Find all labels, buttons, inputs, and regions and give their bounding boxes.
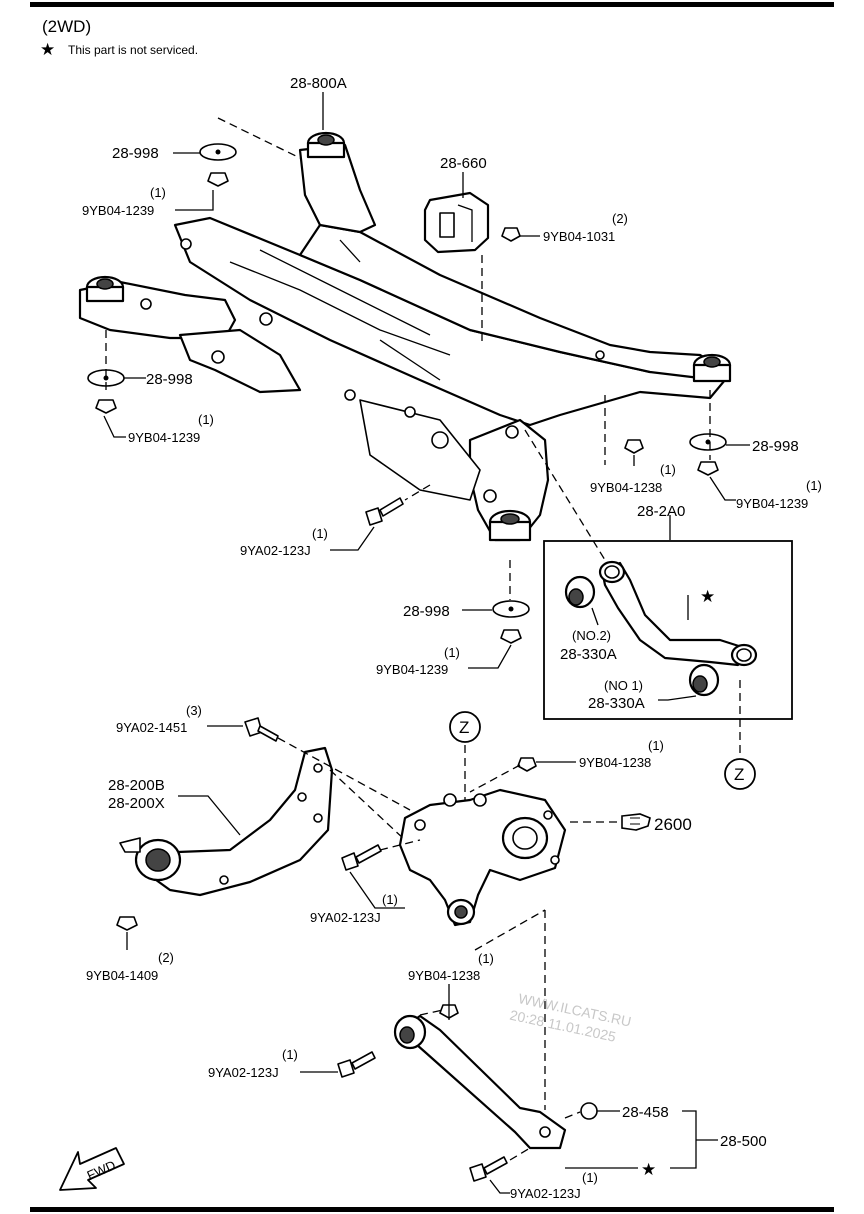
callout-28-800A[interactable]: 28-800A	[290, 75, 347, 92]
qty-9YA02-123J-d: (1)	[582, 1170, 598, 1185]
bolt-9YA02-123J-d[interactable]	[469, 1156, 508, 1182]
trailing-link-28-200B[interactable]	[119, 746, 334, 897]
star-icon: ★	[641, 1160, 656, 1179]
callout-28-998-a[interactable]: 28-998	[112, 145, 159, 162]
callout-28-500[interactable]: 28-500	[720, 1133, 767, 1150]
upper-arm-28-2A0[interactable]	[598, 560, 758, 667]
callout-28-660[interactable]: 28-660	[440, 155, 487, 172]
callout-9YB04-1409[interactable]: 9YB04-1409	[86, 968, 158, 983]
connector-z-top-label: Z	[459, 718, 469, 737]
bolt-9YA02-1451[interactable]	[244, 717, 279, 742]
callout-28-998-b[interactable]: 28-998	[146, 371, 193, 388]
qty-9YB04-1239-b: (1)	[198, 412, 214, 427]
nut-9YB04-1238-a[interactable]	[624, 439, 644, 454]
bolt-9YA02-123J-c[interactable]	[337, 1051, 376, 1078]
callout-28-330A-a[interactable]: 28-330A	[560, 646, 617, 663]
callout-9YA02-123J-d[interactable]: 9YA02-123J	[510, 1186, 581, 1201]
callout-28-200B[interactable]: 28-200B	[108, 777, 165, 794]
qty-9YB04-1238-c: (1)	[478, 951, 494, 966]
connector-z-right-label: Z	[734, 765, 744, 784]
nut-9YB04-1239-d[interactable]	[500, 629, 522, 644]
nut-9YB04-1409[interactable]	[116, 916, 138, 931]
callout-9YB04-1239-c[interactable]: 9YB04-1239	[736, 496, 808, 511]
qty-9YB04-1238-a: (1)	[660, 462, 676, 477]
bolt-9YA02-123J-a[interactable]	[365, 497, 404, 526]
qty-9YA02-123J-c: (1)	[282, 1047, 298, 1062]
bottom-rule	[30, 1207, 834, 1212]
reference-hand-icon	[621, 813, 651, 831]
connector-z-right	[724, 758, 756, 790]
qty-9YB04-1239-c: (1)	[806, 478, 822, 493]
nut-9YB04-1239-c[interactable]	[697, 461, 719, 476]
qty-9YA02-123J-b: (1)	[382, 892, 398, 907]
callout-9YB04-1238-a[interactable]: 9YB04-1238	[590, 480, 662, 495]
callout-28-330A-b[interactable]: 28-330A	[588, 695, 645, 712]
callout-9YB04-1031[interactable]: 9YB04-1031	[543, 229, 615, 244]
callout-9YB04-1238-b[interactable]: 9YB04-1238	[579, 755, 651, 770]
top-rule	[30, 2, 834, 7]
fwd-arrow-icon: FWD	[59, 1147, 125, 1191]
bolt-9YB04-1031[interactable]	[501, 227, 521, 242]
watermark: WWW.ILCATS.RU 20:28 11.01.2025	[508, 990, 632, 1045]
callout-9YA02-1451[interactable]: 9YA02-1451	[116, 720, 187, 735]
callout-28-998-c[interactable]: 28-998	[752, 438, 799, 455]
bushing-no1[interactable]	[688, 663, 720, 697]
qty-9YB04-1239-a: (1)	[150, 185, 166, 200]
qty-9YA02-123J-a: (1)	[312, 526, 328, 541]
callout-9YB04-1238-c[interactable]: 9YB04-1238	[408, 968, 480, 983]
crossmember	[78, 131, 732, 542]
label-no2: (NO.2)	[572, 628, 611, 643]
nut-9YB04-1239-a[interactable]	[207, 172, 229, 187]
leader-lines	[103, 92, 750, 1194]
qty-9YA02-1451: (3)	[186, 703, 202, 718]
connector-z-top	[449, 711, 481, 743]
label-no1: (NO 1)	[604, 678, 643, 693]
callout-2600[interactable]: 2600	[654, 815, 692, 834]
qty-9YB04-1238-b: (1)	[648, 738, 664, 753]
qty-9YB04-1409: (2)	[158, 950, 174, 965]
qty-9YB04-1239-d: (1)	[444, 645, 460, 660]
bushing-no2[interactable]	[564, 575, 596, 609]
nut-9YB04-1238-b[interactable]	[517, 757, 537, 772]
variant-label: (2WD)	[42, 17, 91, 36]
callout-9YA02-123J-c[interactable]: 9YA02-123J	[208, 1065, 279, 1080]
knuckle	[398, 788, 567, 927]
bracket-28-660[interactable]	[423, 191, 490, 254]
nut-9YB04-1239-b[interactable]	[95, 399, 117, 414]
callout-9YB04-1239-d[interactable]: 9YB04-1239	[376, 662, 448, 677]
lower-link-28-500[interactable]	[393, 1014, 567, 1150]
qty-9YB04-1031: (2)	[612, 211, 628, 226]
subassembly-box	[543, 540, 793, 720]
star-icon: ★	[700, 587, 715, 606]
bolt-9YA02-123J-b[interactable]	[341, 844, 382, 871]
callout-9YB04-1239-b[interactable]: 9YB04-1239	[128, 430, 200, 445]
callout-9YA02-123J-a[interactable]: 9YA02-123J	[240, 543, 311, 558]
callout-9YA02-123J-b[interactable]: 9YA02-123J	[310, 910, 381, 925]
star-icon: ★	[40, 40, 55, 59]
callout-9YB04-1239-a[interactable]: 9YB04-1239	[82, 203, 154, 218]
legend-note: This part is not serviced.	[68, 43, 198, 57]
callout-28-458[interactable]: 28-458	[622, 1104, 669, 1121]
callout-28-998-d[interactable]: 28-998	[403, 603, 450, 620]
assembly-guides	[105, 117, 741, 1161]
cam-28-458[interactable]	[580, 1102, 598, 1120]
callout-28-2A0[interactable]: 28-2A0	[637, 503, 685, 520]
callout-28-200X[interactable]: 28-200X	[108, 795, 165, 812]
